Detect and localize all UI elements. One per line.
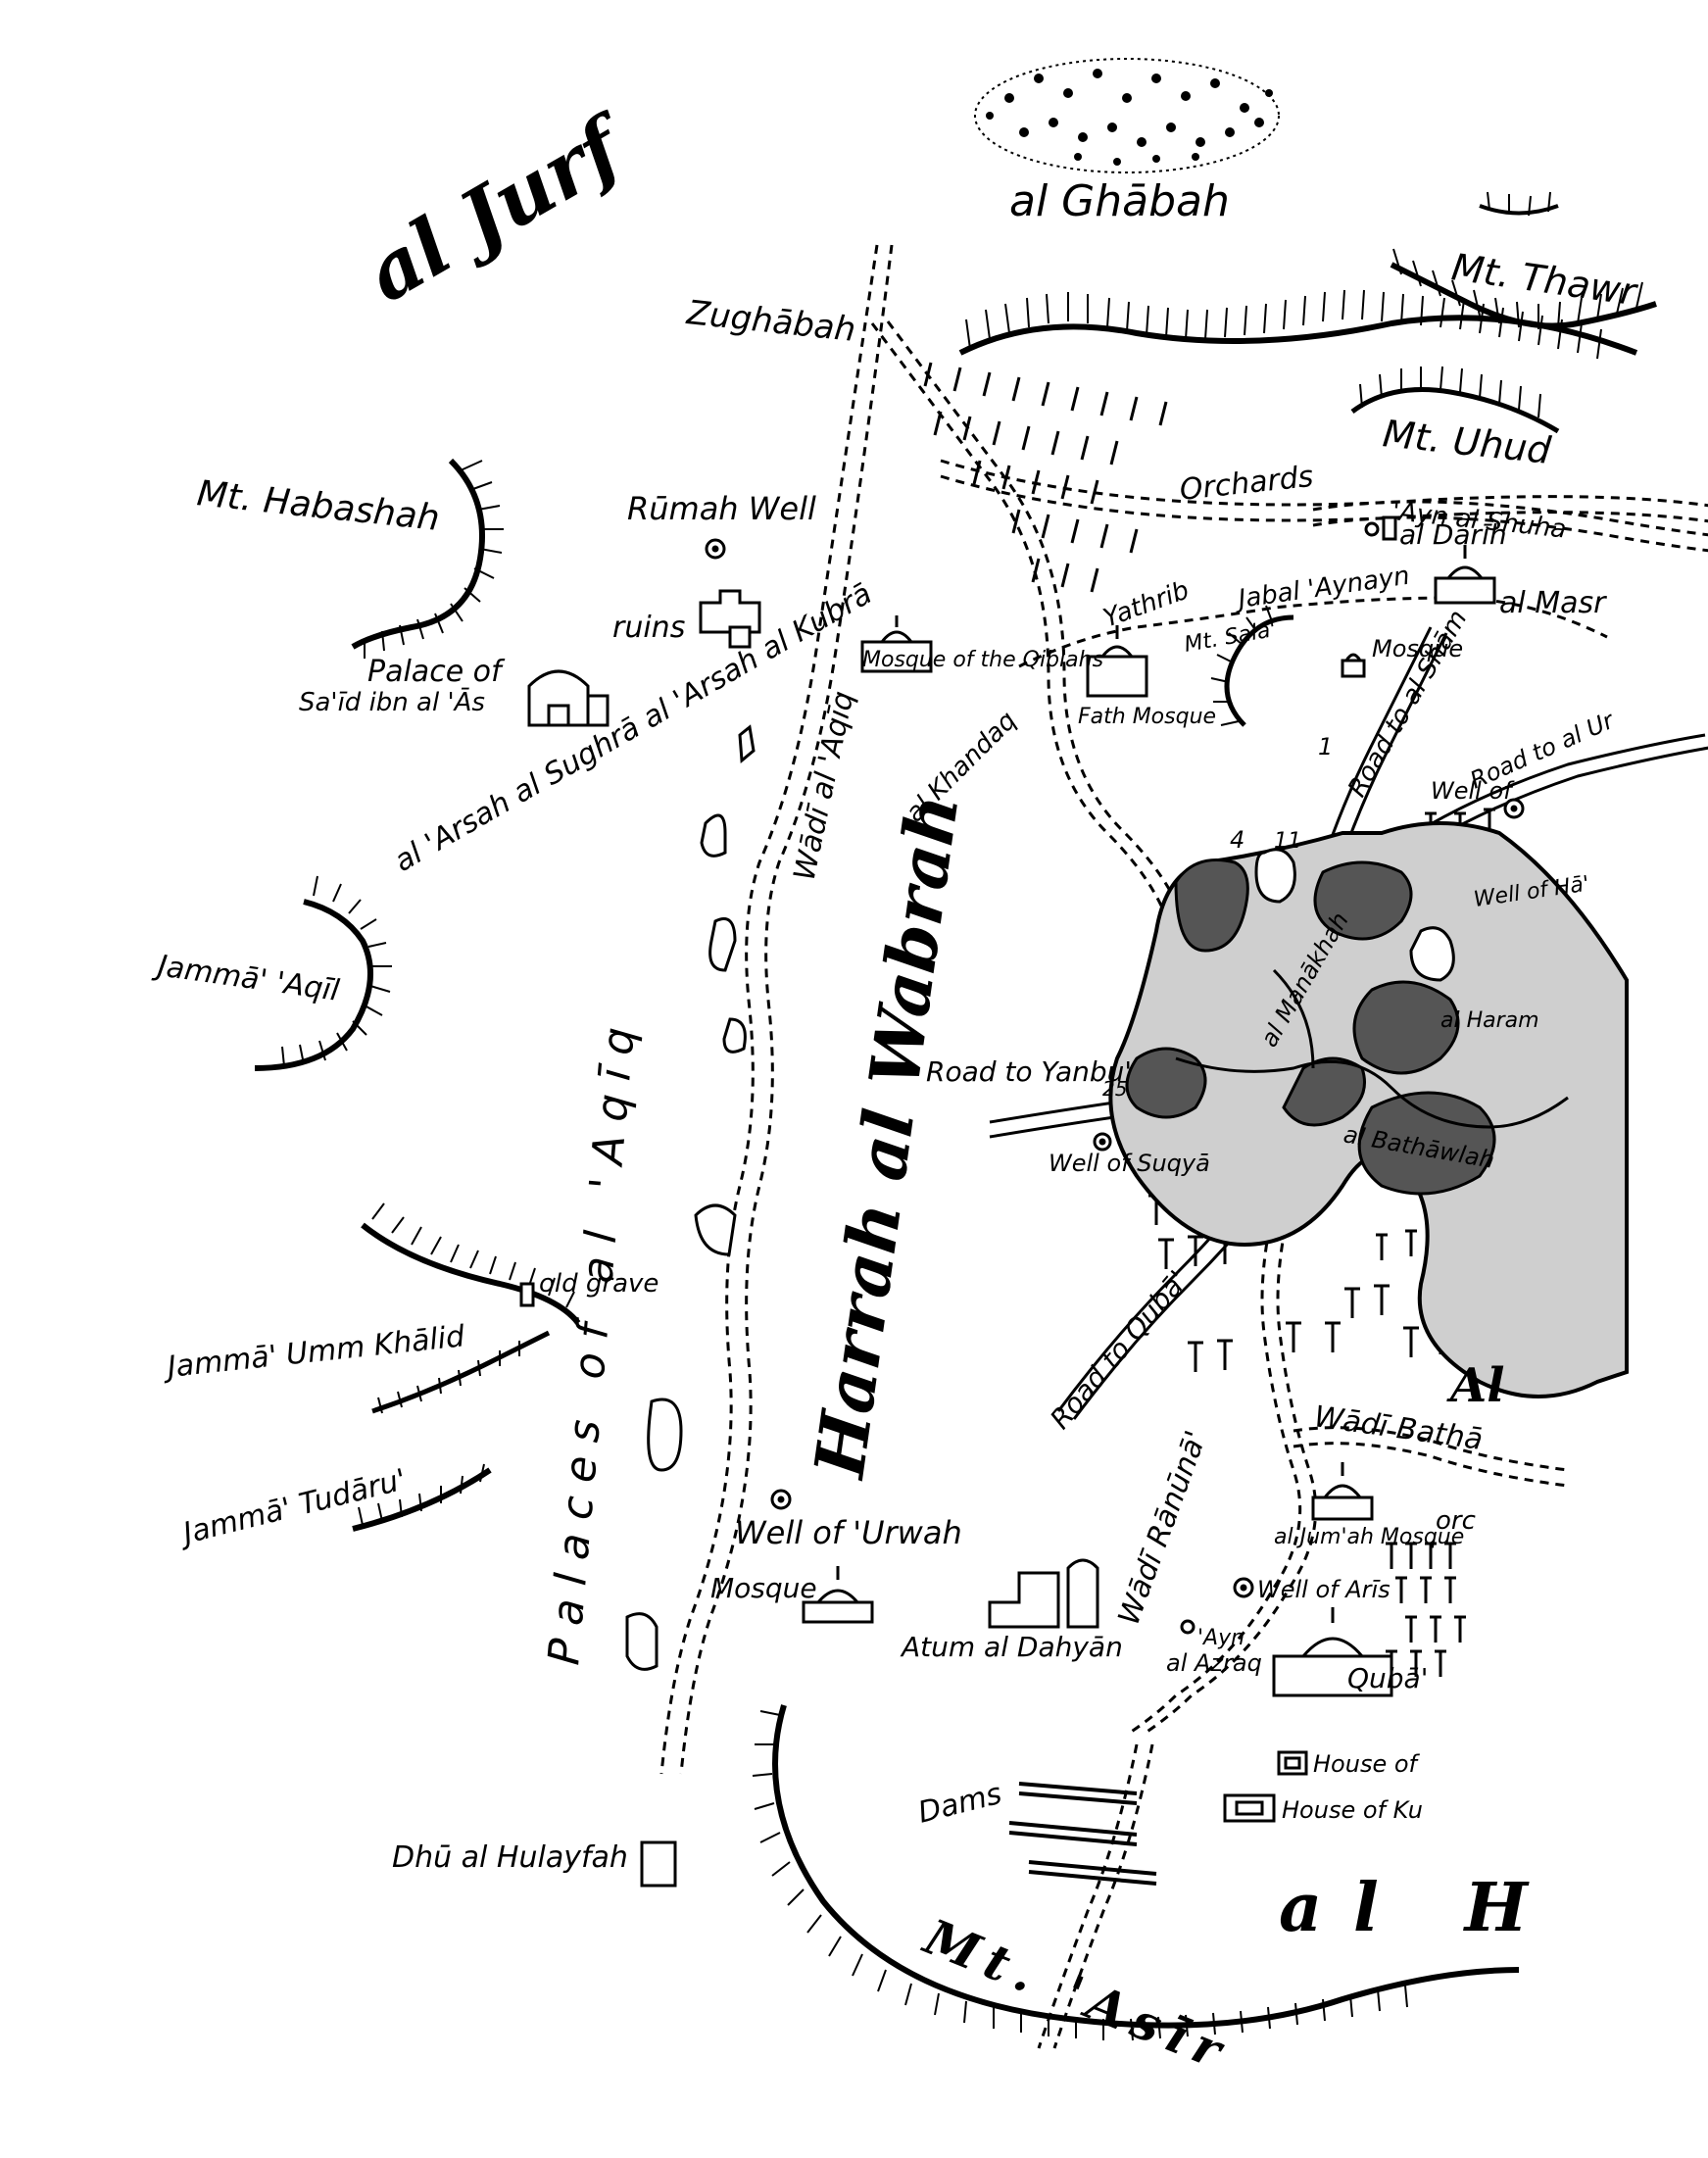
- label-al-masr: al Masr: [1499, 586, 1607, 620]
- fath-mosque-building: [1086, 625, 1148, 698]
- label-mosque-bottom: Mosque: [710, 1572, 817, 1604]
- label-atum-dahyan: Atum al Dahyān: [900, 1631, 1123, 1663]
- label-al-darih: al Darīh: [1399, 518, 1507, 551]
- label-num-1: 1: [1318, 733, 1333, 760]
- label-palaces-aqiq: Palaces of al 'Aqīq: [539, 1011, 646, 1667]
- wadi-bathan-course: [1293, 1426, 1569, 1488]
- label-house-1: House of: [1313, 1750, 1421, 1778]
- label-ayn-azraq-1: 'Ayn: [1197, 1626, 1244, 1650]
- quba-mosque-building: [1272, 1607, 1393, 1697]
- label-house-2: House of Ku: [1282, 1796, 1423, 1824]
- label-wadi-ranuna: Wādī Rānūnā': [1112, 1426, 1214, 1629]
- label-num-25: 25: [1102, 1077, 1127, 1101]
- wadi-mahzur-course: [870, 320, 1194, 952]
- label-fath-mosque: Fath Mosque: [1078, 705, 1216, 729]
- label-palace-line2: Sa'īd ibn al 'Ās: [299, 687, 485, 717]
- label-ruins: ruins: [612, 611, 685, 645]
- label-rumah-well: Rūmah Well: [627, 490, 816, 527]
- label-well-aris: Well of Arīs: [1257, 1576, 1391, 1603]
- atum-dahyan-building: [988, 1558, 1099, 1629]
- orchards-roads: [940, 459, 1708, 553]
- wadi-aqiq-course: [659, 244, 894, 1775]
- label-dhu-hulayfah: Dhū al Hulayfah: [392, 1840, 628, 1875]
- mt-asir-ridge: [752, 1704, 1520, 2041]
- al-masr-mosque-building: [1434, 545, 1496, 605]
- dams-lines: [1008, 1782, 1157, 1886]
- label-al-ghabah: al Ghābah: [1009, 176, 1230, 226]
- label-jamma-umm-khalid: Jammā' Umm Khālid: [161, 1319, 466, 1385]
- label-al-haram: al Haram: [1440, 1008, 1539, 1033]
- label-road-yanbu: Road to Yanbu': [926, 1055, 1132, 1088]
- label-mt-habashah: Mt. Habashah: [195, 473, 441, 539]
- orchards-marks: [923, 362, 1168, 593]
- mosque-top-building: [1341, 653, 1366, 678]
- label-num-4: 4: [1230, 826, 1244, 854]
- label-wadi-aqiq: Wādī al 'Aqīq: [788, 688, 861, 883]
- label-zughabah: Zughābah: [684, 293, 857, 350]
- label-num-11: 11: [1274, 829, 1301, 854]
- label-mt-uhud: Mt. Uhud: [1381, 412, 1553, 472]
- darih-marker: [1382, 515, 1397, 541]
- house-2-building: [1223, 1793, 1276, 1823]
- label-orchards: Orchards: [1178, 460, 1315, 508]
- ghabah-grove: [974, 58, 1280, 173]
- khandaq-trench: [1018, 596, 1608, 668]
- label-palace-line1: Palace of: [367, 655, 506, 689]
- wadi-ranuna-course: [1037, 1136, 1318, 2049]
- mt-habashah-ridge: [351, 458, 504, 659]
- label-well-suqya: Well of Suqyā: [1049, 1150, 1210, 1177]
- label-well-urwah: Well of 'Urwah: [735, 1514, 962, 1551]
- jumah-mosque-building: [1311, 1462, 1374, 1521]
- label-jamma-tudaru: Jammā' Tudāru': [175, 1462, 411, 1552]
- mosque-qiblahs-building: [860, 615, 933, 673]
- label-al-h: al H: [1279, 1869, 1559, 1947]
- jamma-tudaru-ridge: [352, 1463, 492, 1532]
- madinah-city: [1108, 821, 1629, 1398]
- well-markers: [705, 521, 1525, 1635]
- mt-uhud-ridge: [958, 289, 1638, 434]
- label-dams: Dams: [914, 1777, 1004, 1831]
- old-grave-marker: [519, 1282, 535, 1307]
- mosque-bottom-building: [802, 1566, 874, 1624]
- label-quba: Qubā': [1347, 1662, 1428, 1694]
- dhu-hulayfah-building: [640, 1840, 677, 1888]
- label-mosque-top: Mosque: [1372, 635, 1463, 662]
- label-mt-sala: Mt. Sala': [1183, 617, 1279, 658]
- label-al-jumah-mosque: al Jum'ah Mosque: [1274, 1525, 1464, 1549]
- label-al-right: Al: [1446, 1358, 1504, 1413]
- label-mosque-qiblahs: Mosque of the Qiblahs: [862, 648, 1103, 672]
- aqiq-palaces-outlines: [625, 724, 756, 1671]
- house-1-building: [1277, 1750, 1308, 1776]
- label-road-quba: Road to Qubā': [1044, 1264, 1195, 1435]
- jamma-aqil-ridge: [254, 875, 392, 1071]
- palace-said-building: [527, 669, 610, 727]
- label-old-grave: old grave: [539, 1269, 659, 1299]
- label-well-top: Well of: [1431, 777, 1515, 805]
- label-al-jurf: al Jurf: [351, 96, 647, 320]
- jamma-umm-khalid-ridge: [361, 1202, 581, 1414]
- label-jabal-aynayn: Jabal 'Aynayn: [1232, 562, 1412, 615]
- mt-sala-ridge: [1210, 605, 1294, 727]
- label-jamma-aqil: Jammā' 'Aqīl: [151, 949, 342, 1008]
- label-orc: orc: [1436, 1506, 1476, 1536]
- label-ayn-azraq-2: al Azraq: [1166, 1649, 1262, 1677]
- ruins-building: [699, 589, 761, 649]
- label-harrah-wabrah: Harrah al Wabrah: [798, 789, 974, 1484]
